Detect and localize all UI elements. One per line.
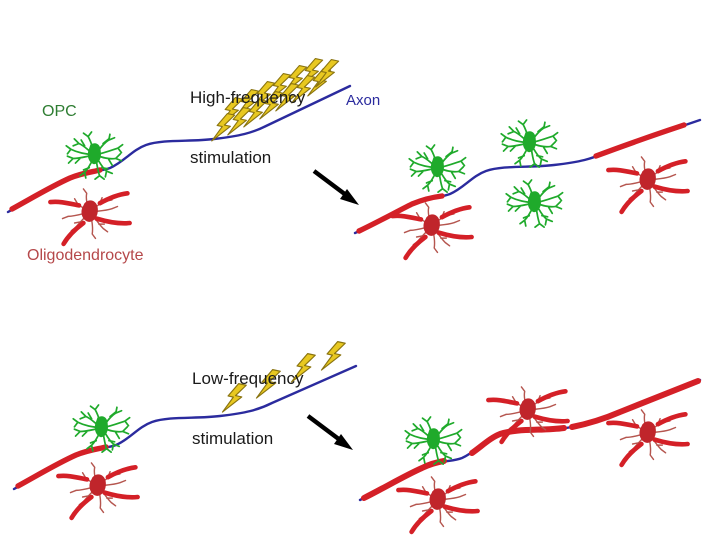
high-frequency-line-2: stimulation [190,148,272,168]
oligodendrocyte-top-right-2 [608,157,687,212]
low-frequency-line-2: stimulation [192,429,274,449]
high-frequency-stimulation-label: High-frequency stimulation [190,48,305,208]
oligodendrocyte-top-left-1 [50,189,129,244]
axon-line-bottom-left [12,364,358,491]
oligodendrocyte-bottom-left-1 [58,463,137,518]
myelin-segment-top-right-1 [356,193,445,234]
opc-top-right-3 [505,179,564,229]
myelin-segment-top-right-2 [593,122,687,159]
arrow-top [312,169,359,205]
myelin-segment-bottom-right-2 [469,425,567,456]
low-frequency-stimulation-label: Low-frequency stimulation [192,329,304,489]
high-frequency-line-1: High-frequency [190,88,306,108]
opc-top-right-1 [408,144,467,194]
opc-bottom-left-1 [72,404,131,454]
oligodendrocyte-label: Oligodendrocyte [27,247,144,264]
myelin-segment-top-left-1 [9,167,103,212]
oligodendrocyte-bottom-right-3 [608,410,687,465]
opc-bottom-right-1 [404,416,463,466]
arrow-bottom [306,414,353,450]
panel-bottom-left [12,338,358,518]
opc-top-right-2 [500,119,559,169]
panel-bottom-right [358,378,702,532]
oligodendrocyte-bottom-right-1 [398,477,477,532]
low-frequency-line-1: Low-frequency [192,369,304,389]
myelin-segment-bottom-right-3 [569,378,701,430]
panel-top-right [353,118,702,258]
oligodendrocyte-top-right-1 [392,203,471,258]
panel-top-left [6,56,352,244]
myelin-segment-bottom-left-1 [15,444,109,489]
opc-label: OPC [42,103,77,120]
axon-label: Axon [346,92,381,109]
